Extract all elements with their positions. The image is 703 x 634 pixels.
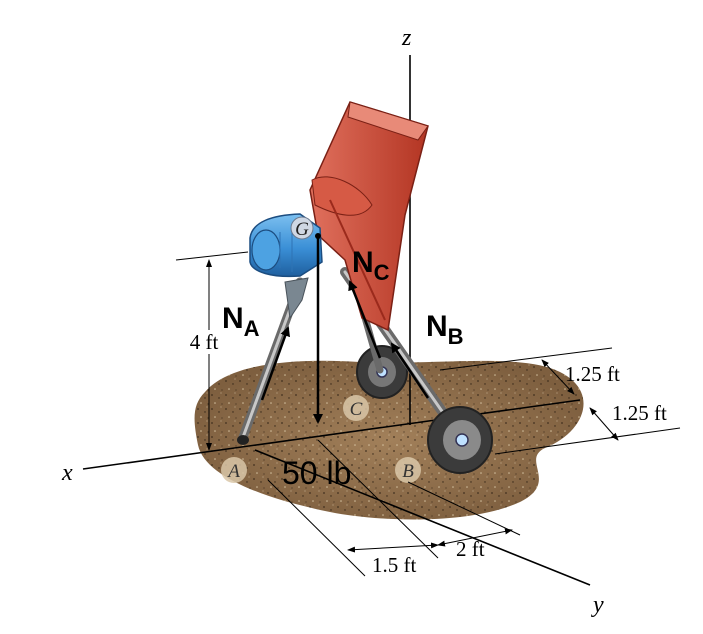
point-a-marker: A	[221, 457, 247, 483]
hopper-body	[309, 101, 429, 332]
height-dim-label: 4 ft	[190, 330, 219, 354]
ground-patch	[194, 360, 584, 520]
nb-label: NB	[426, 310, 464, 349]
point-b-label: B	[402, 461, 414, 482]
na-label: NA	[222, 302, 260, 341]
x-axis-line	[82, 399, 581, 470]
nc-label: NC	[352, 246, 390, 285]
nb-arrow	[390, 342, 430, 399]
x-dimensions: 1.5 ft 2 ft	[267, 439, 521, 577]
ax-dim-label: 1.5 ft	[372, 553, 416, 577]
cy-dim-label: 1.25 ft	[565, 362, 620, 386]
y-axis-label: y	[591, 592, 604, 618]
point-g-marker: G	[290, 216, 321, 240]
na-arrow	[260, 326, 290, 401]
z-axis-label: z	[401, 25, 412, 51]
by-dim-label: 1.25 ft	[612, 401, 667, 425]
point-c-label: C	[350, 399, 363, 420]
weight-label: 50 lb	[282, 455, 351, 491]
nc-arrow	[348, 280, 382, 359]
y-axis-line	[254, 449, 591, 586]
point-c-marker: C	[343, 395, 369, 421]
bx-dim-label: 2 ft	[456, 537, 485, 561]
y-dimensions: 1.25 ft 1.25 ft	[439, 347, 681, 455]
x-axis-label: x	[61, 460, 73, 486]
point-g-label: G	[295, 219, 309, 240]
point-b-marker: B	[395, 457, 421, 483]
height-dimension: 4 ft	[175, 251, 249, 451]
point-a-label: A	[226, 461, 240, 482]
wheel-b	[427, 406, 493, 474]
